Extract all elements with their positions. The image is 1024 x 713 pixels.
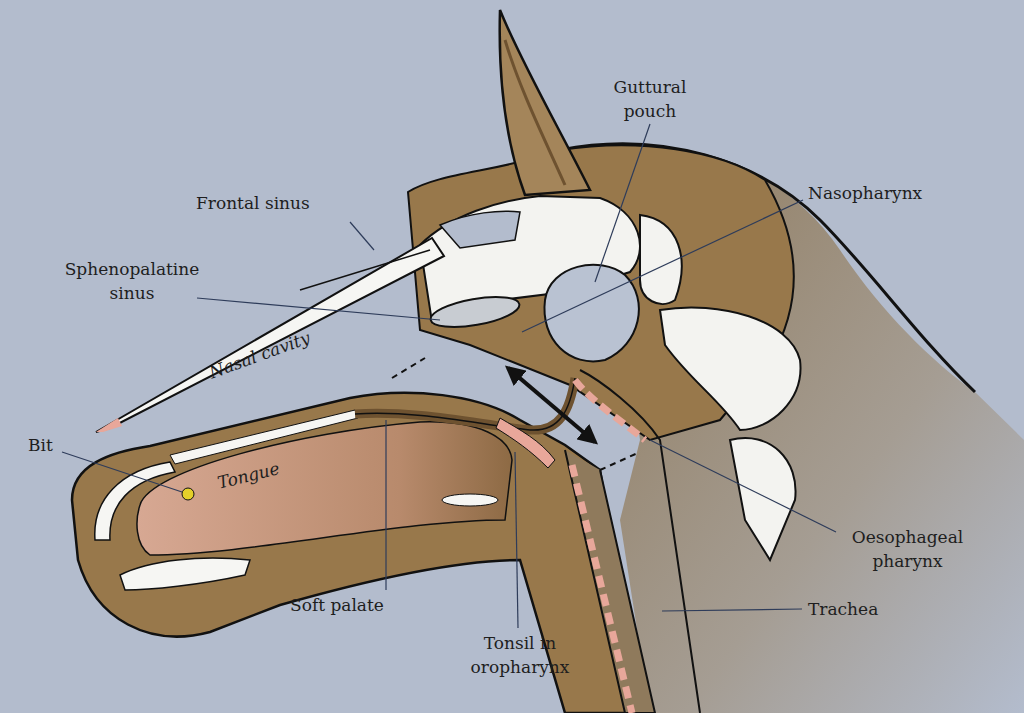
vertebra xyxy=(730,438,796,560)
tongue xyxy=(137,422,512,555)
vertebra xyxy=(660,307,800,430)
leader-line xyxy=(197,298,440,320)
upper-incisor xyxy=(95,462,175,540)
part-label: Trachea xyxy=(808,598,878,622)
epiglottis xyxy=(496,418,555,468)
leader-line xyxy=(515,452,518,628)
leader-line xyxy=(650,440,836,532)
trachea xyxy=(565,450,655,713)
nasal-tip xyxy=(96,418,122,432)
palate-bone xyxy=(170,410,358,464)
airflow-arrow xyxy=(508,368,595,442)
hyoid xyxy=(442,494,498,506)
dashed-boundary xyxy=(600,452,640,470)
lower-incisor xyxy=(120,558,250,590)
trachea-rings xyxy=(572,465,632,713)
part-label: Guttural pouch xyxy=(595,76,705,124)
leader-line xyxy=(522,200,803,332)
part-label: Tonsil in oropharynx xyxy=(455,632,585,680)
leader-line xyxy=(62,452,182,492)
leader-line xyxy=(595,124,650,282)
soft-palate-edge xyxy=(355,378,575,430)
sphenopalatine-sinus xyxy=(428,291,521,332)
part-label: Soft palate xyxy=(290,594,384,618)
ear xyxy=(500,10,590,195)
part-label: Oesophageal pharynx xyxy=(830,526,985,574)
leader-line xyxy=(662,609,802,611)
leader-line xyxy=(350,222,374,250)
dashed-boundary xyxy=(392,358,425,378)
frontal-sinus xyxy=(440,211,520,248)
part-label: Sphenopalatine sinus xyxy=(52,258,212,306)
part-label: Bit xyxy=(28,434,53,458)
oesophagus xyxy=(580,370,700,713)
bit xyxy=(182,488,194,500)
lower-jaw xyxy=(72,393,640,713)
soft-palate xyxy=(355,378,575,430)
guttural-pouch xyxy=(544,265,638,362)
part-label: Nasal cavity xyxy=(206,327,314,386)
leader-line xyxy=(385,420,386,590)
part-label: Frontal sinus xyxy=(196,192,310,216)
ear-fold xyxy=(505,40,565,185)
nasal-line xyxy=(300,250,430,290)
part-label: Nasopharynx xyxy=(808,182,922,206)
